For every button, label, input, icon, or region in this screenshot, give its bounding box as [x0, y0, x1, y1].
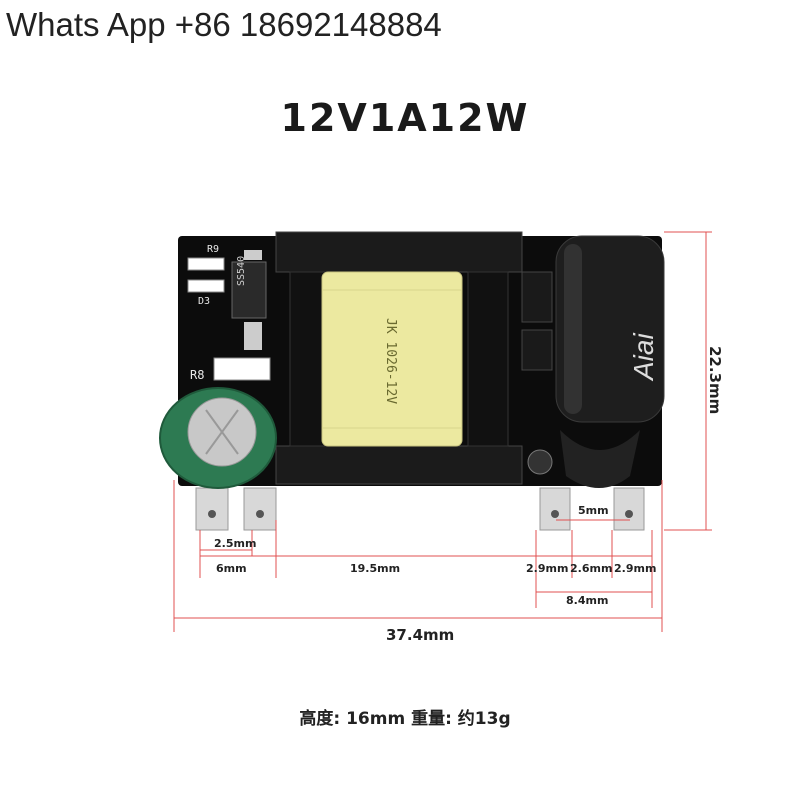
silk-d3: D3 [198, 296, 211, 307]
dim-right-group: 8.4mm [566, 594, 609, 607]
dimension-lines [173, 231, 712, 632]
coil-label: JK 1026-12V [383, 318, 398, 405]
dim-transformer-span: 19.5mm [350, 562, 401, 575]
product-title: 12V1A12W [280, 96, 530, 140]
silk-r8: R8 [190, 368, 205, 382]
dim-board-height: 22.3mm [706, 346, 724, 415]
transformer [275, 231, 523, 485]
contact-text: Whats App +86 18692148884 [6, 6, 442, 43]
silk-ss540: SS540 [236, 255, 247, 286]
dim-right-pin-c: 2.9mm [614, 562, 657, 575]
large-capacitor [555, 235, 665, 488]
dim-left-offset: 6mm [216, 562, 247, 575]
dim-pin-width: 2.5mm [214, 537, 257, 550]
green-capacitor [159, 387, 277, 489]
silk-r9: R9 [207, 244, 220, 255]
dim-right-pin-b: 2.6mm [570, 562, 613, 575]
dim-pin-gap: 5mm [578, 504, 609, 517]
dim-right-pin-a: 2.9mm [526, 562, 569, 575]
specs-text: 高度: 16mm 重量: 约13g [299, 709, 511, 729]
cap-brand-text: Aiai [628, 333, 659, 380]
dim-total-length: 37.4mm [386, 626, 455, 644]
